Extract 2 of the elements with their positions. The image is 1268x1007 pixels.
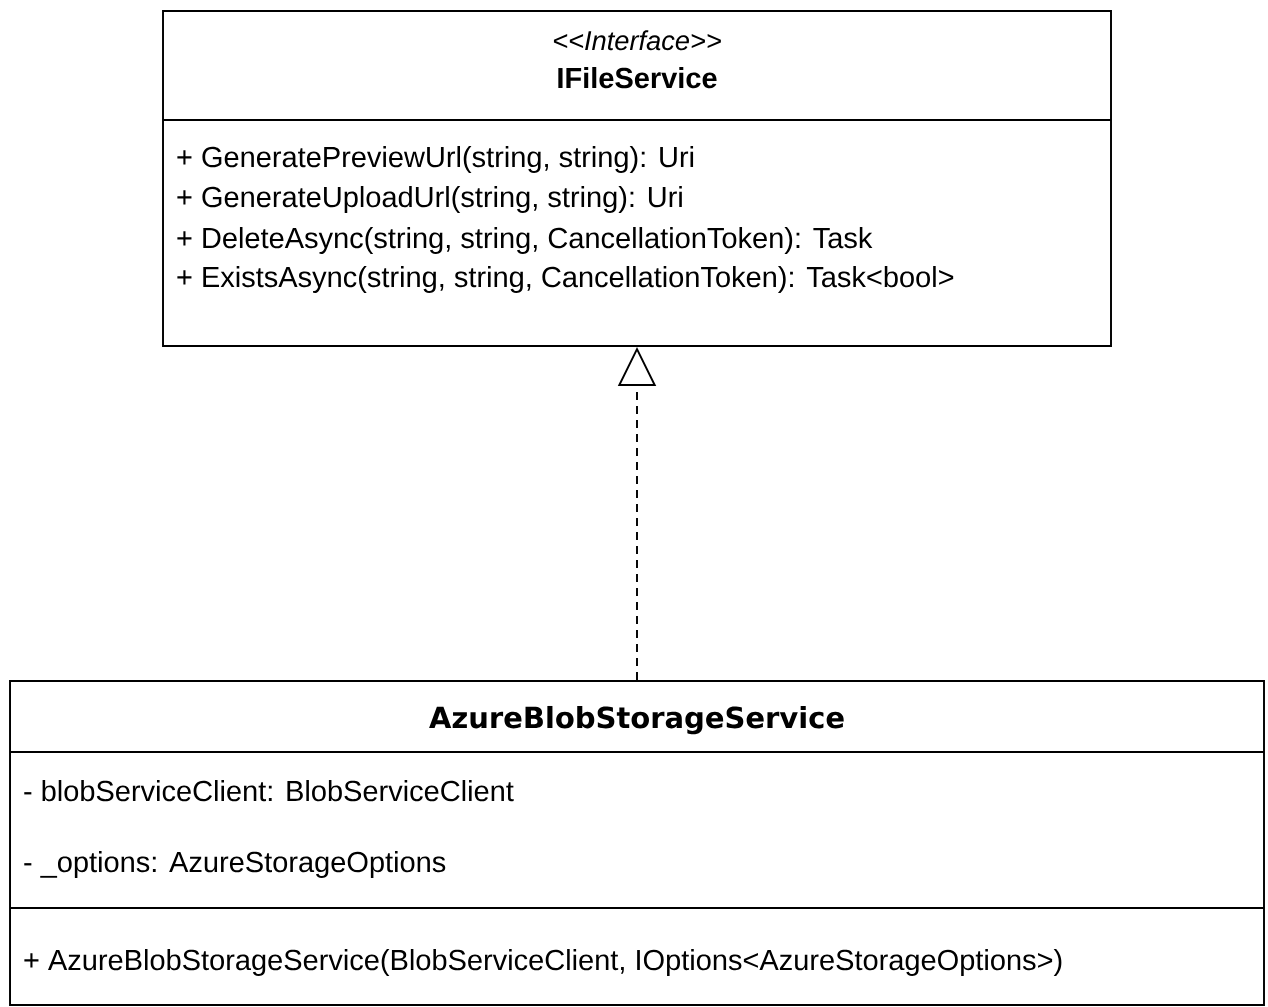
class-box: <<Interface>> IFileService + GeneratePreviewUrl(string, string): Uri + GenerateUploadUrl(string, string): Uri + DeleteAsync(string, string, CancellationToken): Task + ExistsAsync(string, string, CancellationToken): Task<bool> [162,10,1112,347]
class-box: AzureBlobStorageService - blobServiceClient: BlobServiceClient - _options: AzureStorageOptions + AzureBlobStorageService(BlobServiceClient, IOptions<AzureStorageOptions>) [9,680,1265,1006]
